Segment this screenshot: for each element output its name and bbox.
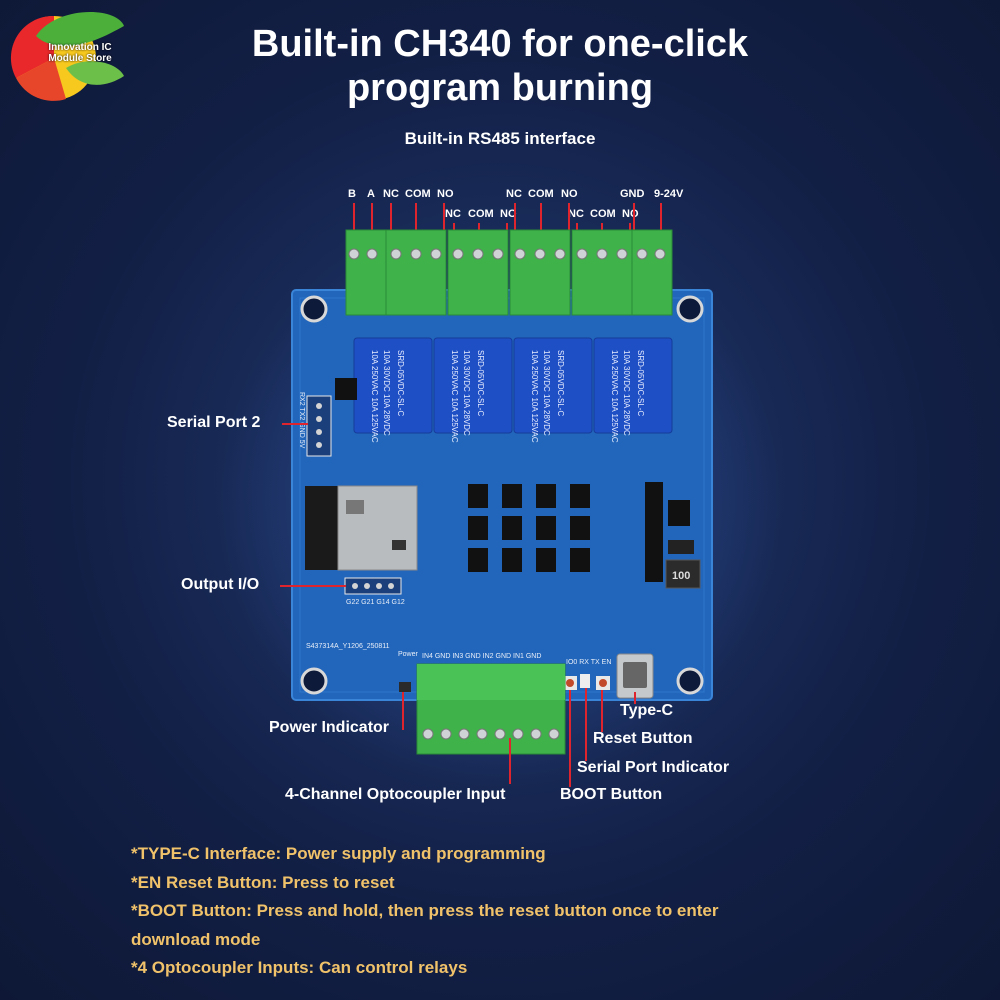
leader-gnd [633,203,635,243]
subtitle: Built-in RS485 interface [404,129,596,148]
logo-text: Innovation IC Module Store [48,42,112,64]
svg-text:10A 30VDC 10A 28VDC: 10A 30VDC 10A 28VDC [462,350,471,436]
callout-type-c: Type-C [620,702,674,719]
label-vin: 9-24V [654,188,684,200]
label-nc3: NC [506,188,522,200]
label-a: A [367,188,375,200]
svg-text:S437314A_Y1206_250811: S437314A_Y1206_250811 [306,643,390,650]
leader-no3 [568,203,570,243]
svg-text:IN4 GND IN3 GND IN2 GND IN1 GN: IN4 GND IN3 GND IN2 GND IN1 GND [422,653,541,660]
label-com2: COM [468,208,494,220]
callout-power-indicator: Power Indicator [269,719,390,736]
note-item: *BOOT Button: Press and hold, then press… [131,901,719,920]
svg-text:IO0 RX TX EN: IO0 RX TX EN [566,659,611,666]
leader-nc3 [514,203,516,243]
svg-text:10A 250VAC 10A 125VAC: 10A 250VAC 10A 125VAC [370,350,379,443]
leader-type-c [634,692,636,704]
note-item: *4 Optocoupler Inputs: Can control relay… [131,958,468,977]
leader-output-io [280,585,346,587]
label-no3: NO [561,188,578,200]
leader-a [371,203,373,243]
leader-com1 [415,203,417,243]
label-com1: COM [405,188,431,200]
callout-serial-port-indicator: Serial Port Indicator [577,759,730,776]
svg-text:Power: Power [398,651,419,658]
leader-reset-button [601,690,603,732]
callout-serial-port-2: Serial Port 2 [167,414,261,431]
leader-serial-port-indicator [585,688,587,761]
svg-text:SRD-05VDC-SL-C: SRD-05VDC-SL-C [396,350,405,416]
svg-text:RX2 TX2 GND 5V: RX2 TX2 GND 5V [298,392,305,449]
svg-text:SRD-05VDC-SL-C: SRD-05VDC-SL-C [556,350,565,416]
leader-serial-port-2 [282,423,308,425]
svg-text:10A 30VDC 10A 28VDC: 10A 30VDC 10A 28VDC [382,350,391,436]
svg-text:10A 250VAC 10A 125VAC: 10A 250VAC 10A 125VAC [450,350,459,443]
note-item: *EN Reset Button: Press to reset [131,872,395,892]
label-gnd: GND [620,188,645,200]
svg-text:10A 30VDC 10A 28VDC: 10A 30VDC 10A 28VDC [542,350,551,436]
svg-text:SRD-05VDC-SL-C: SRD-05VDC-SL-C [636,350,645,416]
leader-nc1 [390,203,392,243]
callout-output-io: Output I/O [181,576,260,593]
note-item: download mode [131,929,261,949]
title-line-2: program burning [346,67,654,109]
label-no2: NO [500,208,517,220]
label-b: B [348,188,356,200]
brand-logo [6,6,130,106]
svg-text:10A 30VDC 10A 28VDC: 10A 30VDC 10A 28VDC [622,350,631,436]
label-no1: NO [437,188,454,200]
svg-text:10A 250VAC 10A 125VAC: 10A 250VAC 10A 125VAC [610,350,619,443]
title-line-1: Built-in CH340 for one-click [251,23,749,65]
svg-text:100: 100 [672,570,690,582]
callout-reset-button: Reset Button [593,730,693,747]
label-nc4: NC [568,208,584,220]
leader-no1 [443,203,445,243]
leader-boot-button [569,690,571,787]
svg-text:G22 G21 G14 G12: G22 G21 G14 G12 [346,599,405,606]
feature-notes: *TYPE-C Interface: Power supply and prog… [131,840,851,983]
leader-optocoupler-input [509,738,511,784]
leader-vin [660,203,662,243]
callout-optocoupler-input: 4-Channel Optocoupler Input [285,786,506,803]
callout-boot-button: BOOT Button [560,786,663,803]
svg-text:SRD-05VDC-SL-C: SRD-05VDC-SL-C [476,350,485,416]
label-nc1: NC [383,188,399,200]
label-com3: COM [528,188,554,200]
note-item: *TYPE-C Interface: Power supply and prog… [131,844,546,863]
leader-b [353,203,355,243]
leader-com3 [540,203,542,243]
leader-power-indicator [402,692,404,730]
svg-text:10A 250VAC 10A 125VAC: 10A 250VAC 10A 125VAC [530,350,539,443]
label-nc2: NC [445,208,461,220]
label-com4: COM [590,208,616,220]
